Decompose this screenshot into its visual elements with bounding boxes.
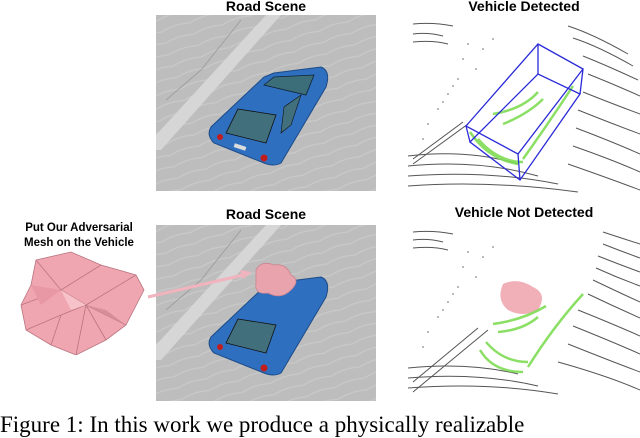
mesh-label-line1: Put Our Adversarial xyxy=(25,222,133,234)
top-road-scene-image xyxy=(156,15,376,191)
car xyxy=(208,66,329,166)
lidar-not-detected-illustration xyxy=(408,230,640,395)
lidar-detected-illustration xyxy=(408,22,640,193)
top-lidar-point-cloud xyxy=(408,14,640,194)
mesh-points xyxy=(500,281,542,314)
top-road-scene-title: Road Scene xyxy=(225,0,307,14)
mesh-on-roof xyxy=(255,262,297,297)
mesh-label: Put Our Adversarial Mesh on the Vehicle xyxy=(4,221,154,251)
arrow-mesh-to-car xyxy=(147,270,252,299)
adversarial-mesh-illustration xyxy=(20,251,145,355)
bottom-road-scene-image xyxy=(156,225,376,401)
bottom-lidar-point-cloud xyxy=(408,222,640,400)
mesh-label-line2: Mesh on the Vehicle xyxy=(24,237,134,249)
figure-caption: Figure 1: In this work we produce a phys… xyxy=(0,412,525,437)
road-with-mesh-car-illustration xyxy=(156,225,376,401)
top-lidar-title: Vehicle Detected xyxy=(468,0,580,14)
bottom-lidar-title: Vehicle Not Detected xyxy=(454,204,594,220)
bottom-road-scene-title: Road Scene xyxy=(225,206,307,222)
road-with-car-illustration xyxy=(156,15,376,191)
adversarial-mesh-image xyxy=(16,250,150,355)
